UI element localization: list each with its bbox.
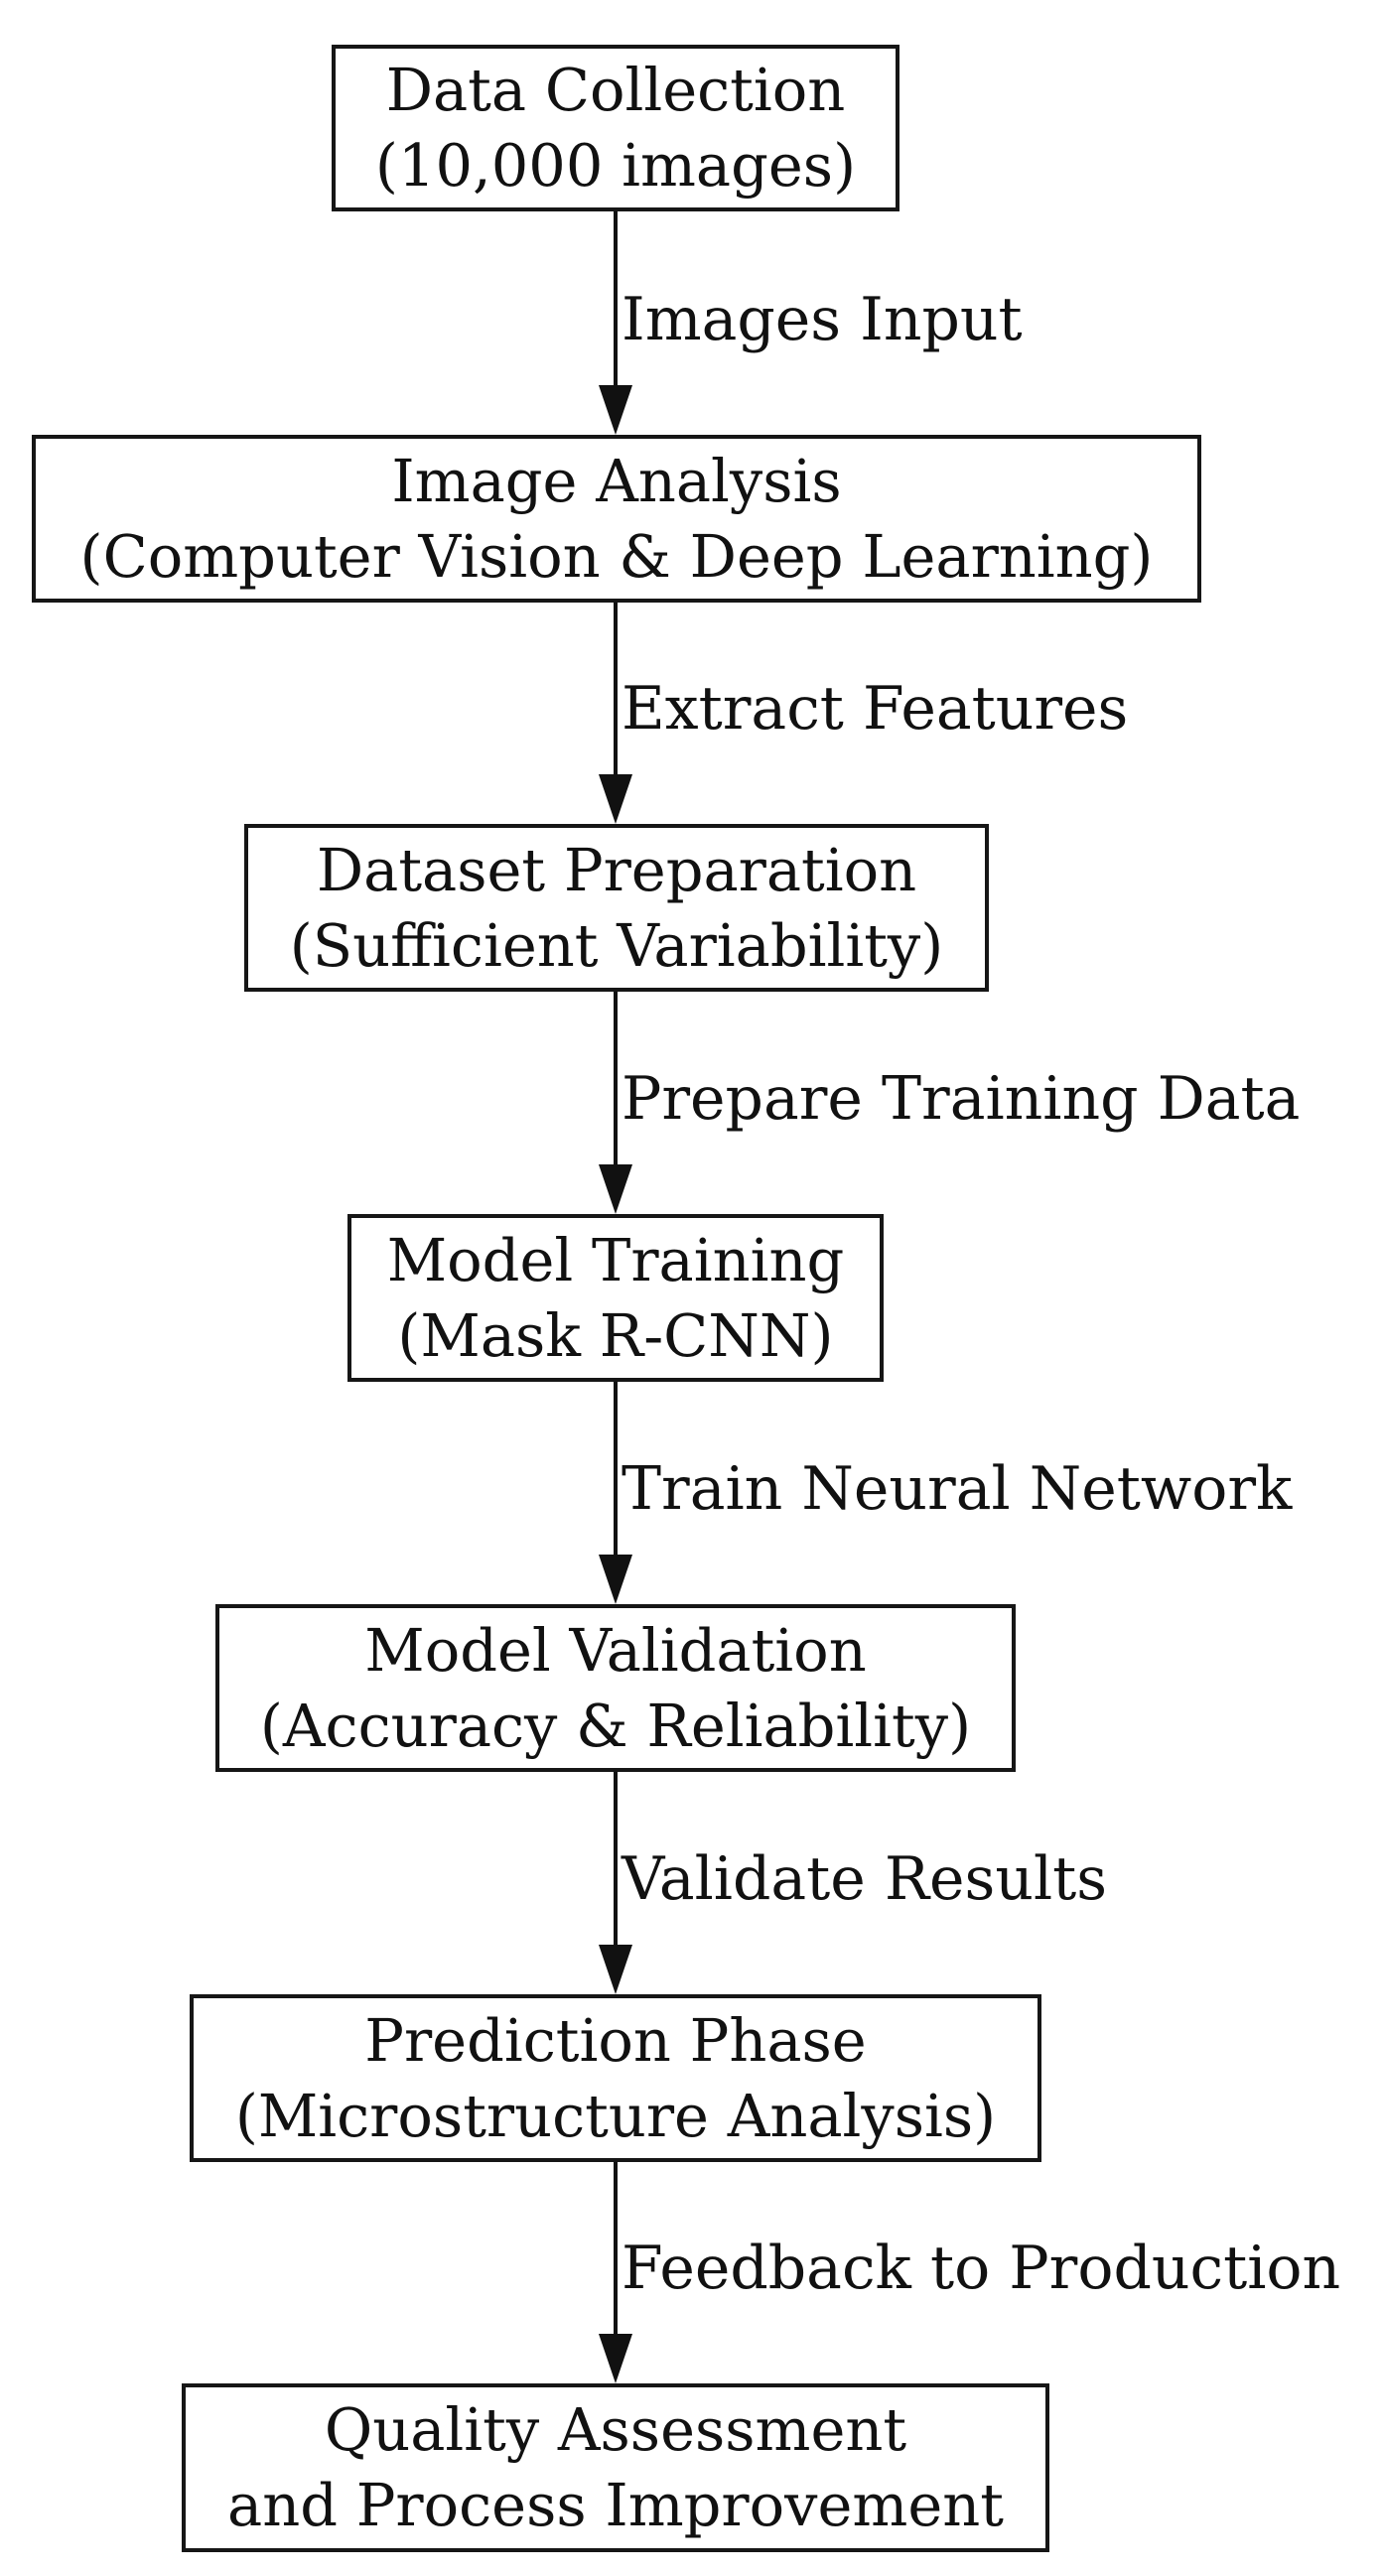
arrow-down-icon <box>596 992 635 1214</box>
arrowhead-icon <box>599 2334 632 2383</box>
arrowhead-icon <box>599 1555 632 1604</box>
node-subtitle: (Accuracy & Reliability) <box>259 1691 972 1760</box>
arrow-down-icon <box>596 1772 635 1994</box>
flow-node-image-analysis: Image Analysis (Computer Vision & Deep L… <box>32 435 1201 603</box>
arrow-shaft <box>614 1382 618 1559</box>
edge-label-train-neural-network: Train Neural Network <box>622 1454 1293 1524</box>
arrow-down-icon <box>596 603 635 824</box>
node-title: Model Validation <box>364 1615 867 1685</box>
arrowhead-icon <box>599 774 632 824</box>
arrowhead-icon <box>599 1945 632 1994</box>
node-title: Prediction Phase <box>364 2005 867 2075</box>
flow-node-model-validation: Model Validation (Accuracy & Reliability… <box>215 1604 1016 1772</box>
edge-label-validate-results: Validate Results <box>622 1844 1108 1914</box>
arrow-shaft <box>614 2162 618 2338</box>
edge-label-extract-features: Extract Features <box>622 674 1129 744</box>
node-subtitle: (Microstructure Analysis) <box>234 2081 997 2150</box>
arrow-shaft <box>614 1772 618 1949</box>
node-title: Image Analysis <box>391 446 842 515</box>
arrowhead-icon <box>599 385 632 435</box>
node-subtitle: and Process Improvement <box>227 2471 1004 2539</box>
arrow-down-icon <box>596 211 635 435</box>
arrow-shaft <box>614 211 618 389</box>
node-subtitle: (10,000 images) <box>374 131 857 200</box>
edge-label-images-input: Images Input <box>622 285 1023 354</box>
flow-node-model-training: Model Training (Mask R-CNN) <box>347 1214 884 1382</box>
node-subtitle: (Mask R-CNN) <box>397 1300 834 1370</box>
node-title: Quality Assessment <box>324 2395 907 2465</box>
edge-label-feedback-to-production: Feedback to Production <box>622 2234 1341 2303</box>
node-title: Model Training <box>386 1225 845 1294</box>
arrow-shaft <box>614 992 618 1168</box>
flow-node-prediction-phase: Prediction Phase (Microstructure Analysi… <box>190 1994 1041 2162</box>
flow-node-data-collection: Data Collection (10,000 images) <box>332 45 899 211</box>
flow-node-dataset-preparation: Dataset Preparation (Sufficient Variabil… <box>244 824 989 992</box>
arrowhead-icon <box>599 1164 632 1214</box>
node-subtitle: (Sufficient Variability) <box>289 910 944 980</box>
flow-node-quality-assessment: Quality Assessment and Process Improveme… <box>182 2383 1049 2552</box>
edge-label-prepare-training-data: Prepare Training Data <box>622 1064 1301 1134</box>
node-title: Data Collection <box>385 56 846 125</box>
node-title: Dataset Preparation <box>316 835 917 904</box>
arrow-down-icon <box>596 1382 635 1604</box>
node-subtitle: (Computer Vision & Deep Learning) <box>79 521 1154 591</box>
arrow-down-icon <box>596 2162 635 2383</box>
arrow-shaft <box>614 603 618 778</box>
